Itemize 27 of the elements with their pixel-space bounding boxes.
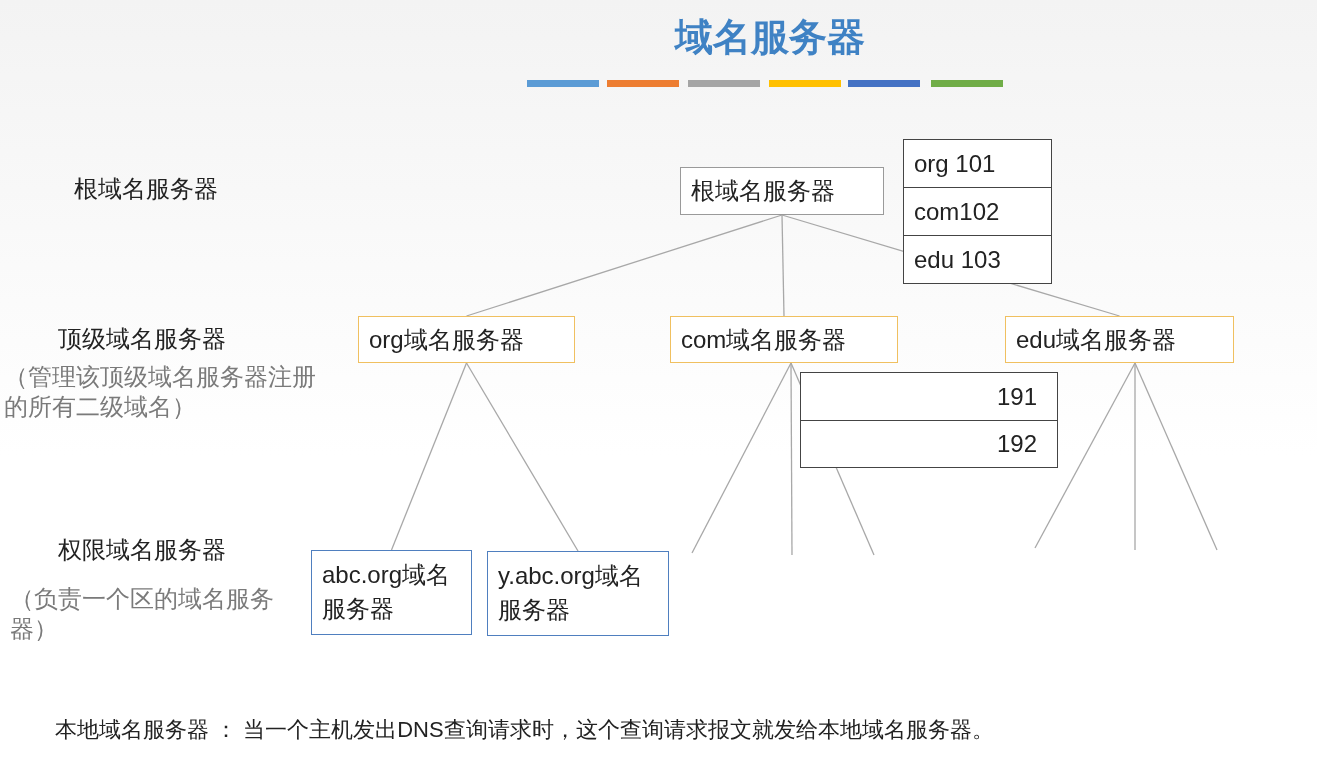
table-cell: edu 103 <box>903 235 1052 284</box>
table-cell: org 101 <box>903 139 1052 188</box>
footnote-text: 本地域名服务器 ： 当一个主机发出DNS查询请求时，这个查询请求报文就发给本地域名服务器。 <box>55 716 995 744</box>
server-box: y.abc.org域名服务器 <box>487 551 669 636</box>
row-label: 根域名服务器 <box>74 174 219 204</box>
server-box: edu域名服务器 <box>1005 316 1234 363</box>
table-cell: com102 <box>903 187 1052 236</box>
connector-line <box>691 362 792 554</box>
connector-line <box>390 362 468 551</box>
connector-line <box>465 362 579 552</box>
connector-line <box>1034 362 1136 549</box>
connector-line <box>790 362 793 556</box>
connector-line <box>1134 362 1136 551</box>
table-cell: 192 <box>800 420 1058 468</box>
connector-line <box>1134 362 1218 551</box>
row-label: 顶级域名服务器 <box>58 324 227 354</box>
row-label: 权限域名服务器 <box>58 535 227 565</box>
server-box: org域名服务器 <box>358 316 575 363</box>
server-box: com域名服务器 <box>670 316 898 363</box>
table-cell: 191 <box>800 372 1058 421</box>
server-box: 根域名服务器 <box>680 167 884 215</box>
note-text: （管理该顶级域名服务器注册的所有二级域名） <box>4 362 316 422</box>
server-box: abc.org域名服务器 <box>311 550 472 635</box>
note-text: （负责一个区的域名服务器） <box>10 584 275 644</box>
connector-line <box>781 214 785 317</box>
connector-line <box>465 214 783 317</box>
title: 域名服务器 <box>673 15 866 60</box>
